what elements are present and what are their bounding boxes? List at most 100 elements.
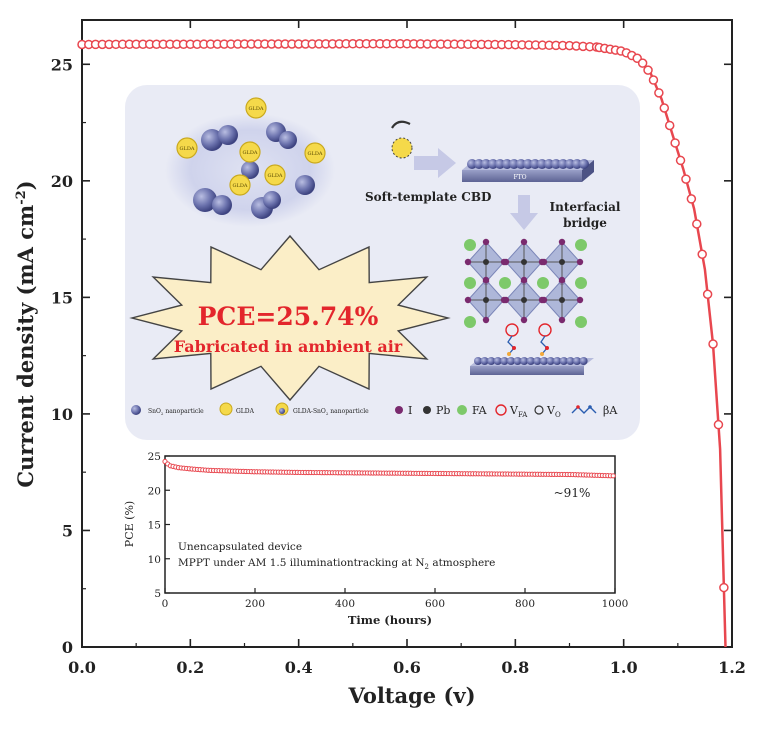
sno2-sphere	[193, 188, 217, 212]
pce-callout-burst	[129, 234, 451, 402]
iodine-atom	[482, 238, 490, 246]
fto-bead	[551, 159, 561, 169]
bottom-bead	[520, 357, 529, 365]
main-ytick-label: 10	[51, 405, 73, 424]
main-ytick-label: 0	[62, 638, 73, 657]
bottom-bead	[533, 357, 542, 365]
legend-combo-label: GLDA-SnO2 nanoparticle	[293, 408, 369, 416]
main-xlabel: Voltage (v)	[347, 683, 475, 708]
jv-point	[643, 65, 653, 75]
process-arrow-right	[414, 148, 456, 178]
fto-bead	[558, 159, 568, 169]
glda-capsule	[239, 141, 261, 163]
inset-xtick-label: 200	[245, 598, 265, 610]
pb-atom	[483, 297, 489, 303]
legend-fa-icon	[457, 405, 467, 415]
process-arrow-down	[510, 195, 538, 230]
pipette-icon	[391, 120, 411, 129]
glda-capsule-label: GLDA	[180, 146, 195, 152]
beta-alanine-atom	[540, 352, 544, 356]
legend-vfa-icon	[495, 404, 507, 416]
main-ytick-label: 20	[51, 172, 73, 191]
iodine-atom	[520, 316, 528, 324]
jv-point	[648, 75, 659, 85]
fto-bead	[523, 159, 533, 169]
iodine-atom	[540, 296, 548, 304]
iodine-atom	[540, 258, 548, 266]
bottom-bead	[513, 357, 522, 365]
iodine-atom	[576, 258, 584, 266]
jv-point	[708, 339, 718, 349]
step-label-cbd: Soft-template CBD	[365, 190, 491, 204]
glda-capsule-label: GLDA	[268, 173, 283, 179]
pb-atom	[483, 259, 489, 265]
legend-beta-alanine-icon	[571, 406, 597, 414]
bridge-label-2: bridge	[563, 216, 607, 230]
bottom-bead	[540, 357, 548, 365]
main-xtick-label: 0.8	[501, 658, 529, 677]
glda-capsule	[176, 137, 198, 159]
bottom-bead	[500, 357, 509, 365]
fa-cation	[537, 277, 549, 289]
bridge-label-1: Interfacial	[550, 200, 621, 214]
inset-ytick-label: 15	[148, 520, 161, 532]
fto-nanoparticle-layer	[467, 159, 589, 169]
fto-substrate-front	[462, 170, 582, 182]
fto-bead	[502, 159, 512, 169]
glda-capsule	[264, 164, 286, 186]
legend-glda-icon	[219, 402, 233, 416]
iodine-atom	[558, 316, 566, 324]
fto-bead	[488, 159, 498, 169]
fto-bead	[530, 159, 540, 169]
jv-point	[664, 120, 675, 131]
beta-alanine-chain	[507, 335, 515, 355]
main-ylabel: Current density (mA cm-2)	[13, 180, 38, 487]
main-ytick-label: 25	[51, 55, 73, 74]
jv-point	[637, 58, 648, 68]
fa-cation	[575, 239, 587, 251]
pce-stability-markers	[162, 458, 616, 479]
glda-capsule	[304, 142, 326, 164]
glda-capsule-label: GLDA	[308, 151, 323, 157]
sno2-sphere	[241, 161, 259, 179]
main-xtick-label: 0.4	[285, 658, 313, 677]
legend-lead-icon	[423, 406, 431, 414]
inset-xtick-label: 800	[515, 598, 535, 610]
beta-alanine-atom	[545, 346, 549, 350]
inset-annotation: ~91%	[554, 486, 591, 500]
pce-callout-title: PCE=25.74%	[198, 302, 379, 331]
legend-beta-label: βA	[603, 404, 618, 417]
inset-note-line2: MPPT under AM 1.5 illuminationtracking a…	[178, 557, 495, 571]
inset-xlabel: Time (hours)	[348, 613, 432, 627]
jv-curve-markers	[77, 39, 729, 593]
bottom-bead	[487, 357, 496, 365]
glda-capsule	[245, 97, 267, 119]
jv-point	[670, 138, 680, 148]
legend-sno2-label: SnO2 nanoparticle	[148, 408, 204, 416]
fa-cation	[499, 277, 511, 289]
bottom-bead	[553, 357, 562, 365]
pb-atom	[521, 259, 527, 265]
inset-note-line1: Unencapsulated device	[178, 541, 302, 553]
bottom-nanoparticle-layer	[474, 357, 588, 365]
jv-point	[681, 174, 691, 184]
iodine-atom	[464, 258, 472, 266]
schematic-inset: GLDA GLDA GLDA GLDA GLDA GLDA Soft-templ…	[125, 85, 640, 440]
inset-xtick-label: 1000	[602, 598, 629, 610]
fto-bead	[572, 159, 582, 169]
legend-fa-label: FA	[472, 404, 488, 417]
iodine-atom	[464, 296, 472, 304]
main-ytick-label: 5	[62, 521, 73, 540]
pb-atom	[559, 259, 565, 265]
fto-bead	[481, 159, 491, 169]
main-xtick-label: 1.0	[610, 658, 638, 677]
bottom-bead	[526, 357, 535, 365]
inset-xtick-label: 600	[425, 598, 445, 610]
bottom-bead	[480, 357, 489, 365]
iodine-atom	[520, 238, 528, 246]
legend-vfa-label: VFA	[509, 404, 528, 419]
